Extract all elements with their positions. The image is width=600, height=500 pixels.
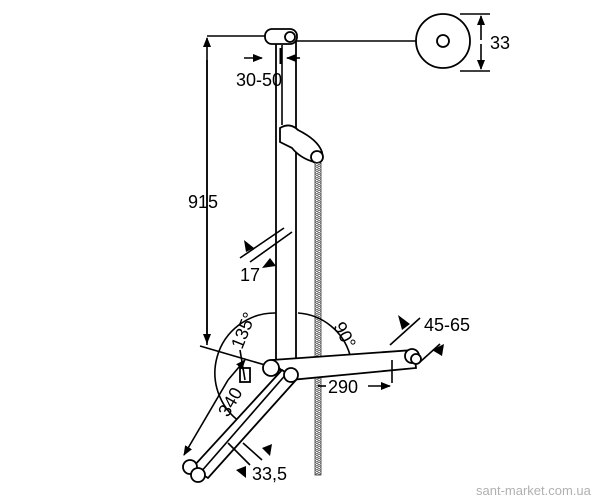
- wall-distance-label: 30-50: [236, 70, 282, 90]
- vertical-rail: 30-50: [236, 28, 300, 371]
- rosette-diameter-label: 33: [490, 33, 510, 53]
- arm-length-label: 290: [328, 377, 358, 397]
- height-label: 915: [188, 192, 218, 212]
- angle-left-label: 135°: [227, 309, 259, 351]
- slant-dimension: 17: [239, 227, 293, 285]
- diagonal-diameter-label: 33,5: [252, 464, 287, 484]
- angle-right-label: 90°: [329, 318, 359, 351]
- horizontal-arm: 290 45-65: [262, 315, 470, 397]
- slant-label: 17: [240, 265, 260, 285]
- watermark: sant-market.com.ua: [476, 483, 592, 498]
- shower-holder: [279, 124, 324, 164]
- height-dimension: 915: [188, 35, 266, 345]
- wall-rosette: 33: [296, 13, 510, 72]
- diagonal-arm: 340 33,5: [182, 349, 299, 484]
- arm-diameter-label: 45-65: [424, 315, 470, 335]
